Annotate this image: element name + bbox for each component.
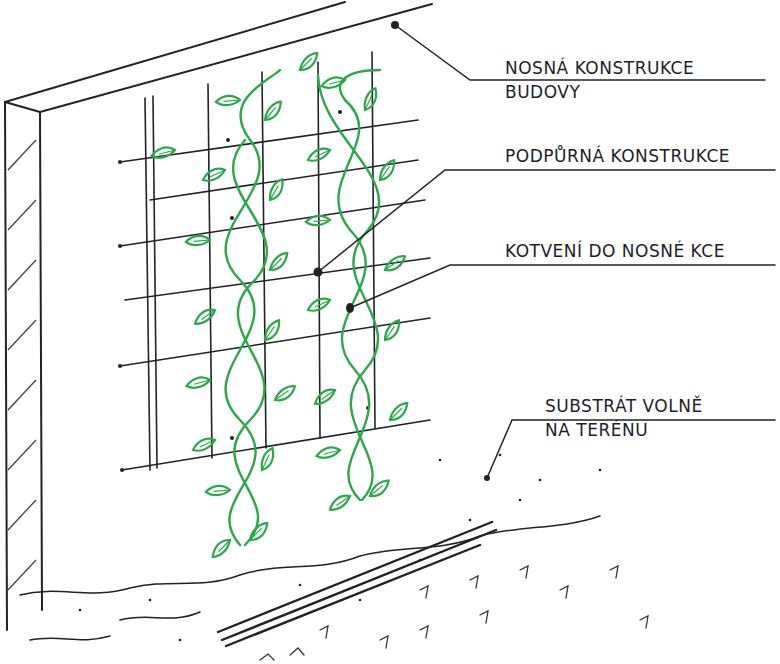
leaves [151, 52, 411, 557]
leader-lines [318, 25, 775, 478]
leader-dots [314, 21, 491, 481]
substrate-dots [79, 454, 602, 642]
callout-label: NOSNÁ KONSTRUKCE BUDOVY [505, 56, 715, 104]
callout-label: KOTVENÍ DO NOSNÉ KCE [505, 239, 775, 263]
wall-hatching [8, 140, 36, 590]
grass-ticks [260, 566, 648, 660]
callout-label: SUBSTRÁT VOLNĚ NA TERÉNU [545, 394, 723, 442]
callout-label: PODPŮRNÁ KONSTRUKCE [505, 144, 775, 168]
ground-terrain [20, 516, 600, 640]
climbing-plants [226, 70, 380, 545]
building-wall [5, 2, 432, 630]
support-trellis [120, 52, 430, 470]
curb-edge [218, 522, 496, 646]
